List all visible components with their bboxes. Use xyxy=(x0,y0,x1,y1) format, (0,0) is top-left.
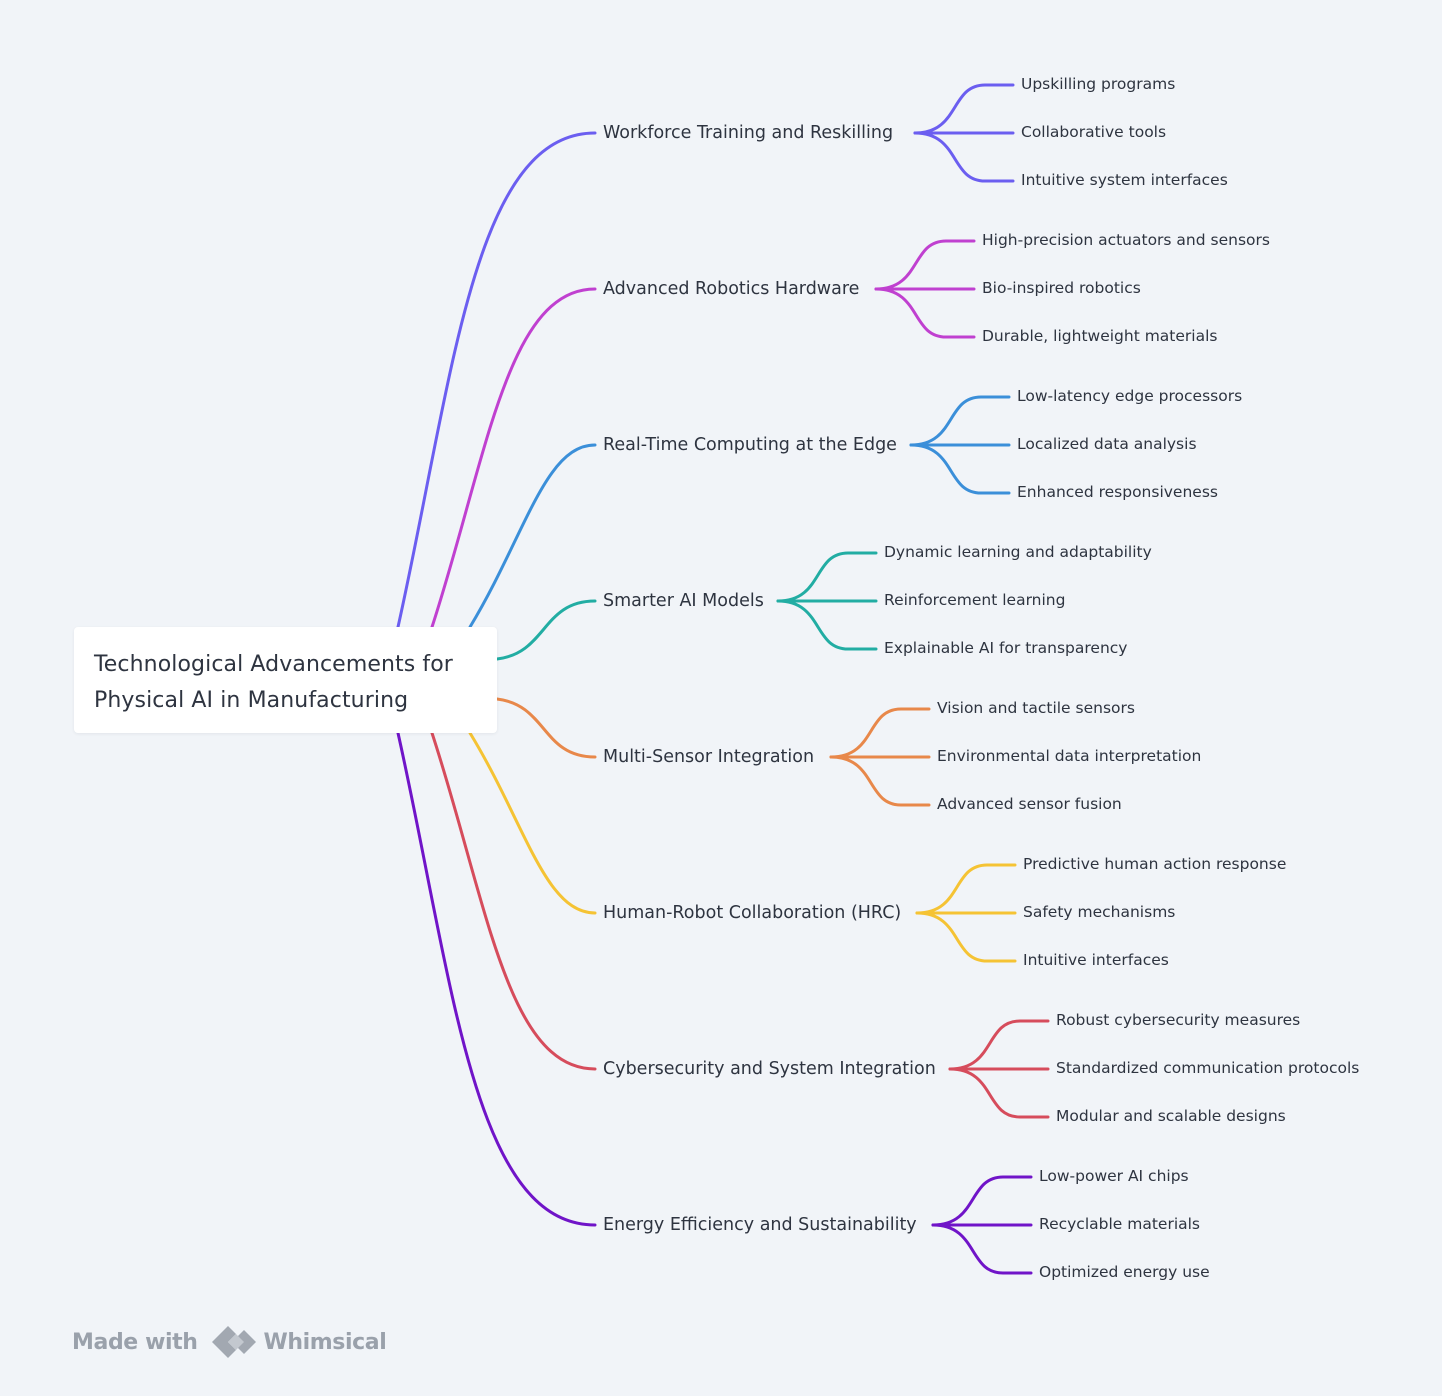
branch-label-human-robot-collaboration-hrc[interactable]: Human-Robot Collaboration (HRC) xyxy=(603,903,902,923)
leaf-label-modular-and-scalable-designs[interactable]: Modular and scalable designs xyxy=(1056,1107,1286,1125)
leaf-label-high-precision-actuators-and-sensors[interactable]: High-precision actuators and sensors xyxy=(982,231,1270,249)
branch-label-smarter-ai-models[interactable]: Smarter AI Models xyxy=(603,591,764,611)
leaf-connector-predictive-human-action-response xyxy=(915,863,1017,915)
leaf-label-optimized-energy-use[interactable]: Optimized energy use xyxy=(1039,1263,1210,1281)
leaf-label-advanced-sensor-fusion[interactable]: Advanced sensor fusion xyxy=(937,795,1122,813)
leaf-connector-intuitive-system-interfaces xyxy=(913,131,1015,183)
branch-connector-workforce-training-and-reskilling xyxy=(396,131,597,629)
leaf-label-low-power-ai-chips[interactable]: Low-power AI chips xyxy=(1039,1167,1189,1185)
leaf-connector-intuitive-interfaces xyxy=(915,911,1017,963)
leaf-label-predictive-human-action-response[interactable]: Predictive human action response xyxy=(1023,855,1287,873)
branch-connector-real-time-computing-at-the-edge xyxy=(468,443,597,629)
leaf-label-recyclable-materials[interactable]: Recyclable materials xyxy=(1039,1215,1201,1233)
branch-label-workforce-training-and-reskilling[interactable]: Workforce Training and Reskilling xyxy=(603,123,894,143)
branch-connector-energy-efficiency-and-sustainability xyxy=(396,731,597,1227)
leaf-label-intuitive-system-interfaces[interactable]: Intuitive system interfaces xyxy=(1021,171,1228,189)
leaf-label-collaborative-tools[interactable]: Collaborative tools xyxy=(1021,123,1167,141)
leaf-label-robust-cybersecurity-measures[interactable]: Robust cybersecurity measures xyxy=(1056,1011,1301,1029)
leaf-connector-optimized-energy-use xyxy=(931,1223,1033,1275)
leaf-connector-vision-and-tactile-sensors xyxy=(829,707,931,759)
leaf-connector-low-latency-edge-processors xyxy=(909,395,1011,447)
leaf-label-environmental-data-interpretation[interactable]: Environmental data interpretation xyxy=(937,747,1202,765)
branch-connector-smarter-ai-models xyxy=(495,599,597,661)
leaf-connector-dynamic-learning-and-adaptability xyxy=(776,551,878,603)
leaf-connector-modular-and-scalable-designs xyxy=(948,1067,1050,1119)
branch-label-real-time-computing-at-the-edge[interactable]: Real-Time Computing at the Edge xyxy=(603,435,897,455)
branch-connector-advanced-robotics-hardware xyxy=(430,287,597,629)
branch-connector-cybersecurity-and-system-integration xyxy=(430,731,597,1071)
leaf-label-enhanced-responsiveness[interactable]: Enhanced responsiveness xyxy=(1017,483,1218,501)
made-with-text: Made with xyxy=(72,1329,198,1355)
leaf-connector-advanced-sensor-fusion xyxy=(829,755,931,807)
leaf-label-safety-mechanisms[interactable]: Safety mechanisms xyxy=(1023,903,1176,921)
whimsical-logo-icon xyxy=(211,1326,256,1358)
leaf-label-intuitive-interfaces[interactable]: Intuitive interfaces xyxy=(1023,951,1169,969)
made-with-whimsical-badge[interactable]: Made with Whimsical xyxy=(72,1322,387,1362)
leaf-connector-enhanced-responsiveness xyxy=(909,443,1011,495)
branch-connector-multi-sensor-integration xyxy=(495,697,597,759)
leaf-label-durable-lightweight-materials[interactable]: Durable, lightweight materials xyxy=(982,327,1218,345)
leaf-label-vision-and-tactile-sensors[interactable]: Vision and tactile sensors xyxy=(937,699,1135,717)
leaf-connector-durable-lightweight-materials xyxy=(874,287,976,339)
leaf-label-explainable-ai-for-transparency[interactable]: Explainable AI for transparency xyxy=(884,639,1128,657)
root-title-line-1: Technological Advancements for xyxy=(94,652,453,677)
branch-label-advanced-robotics-hardware[interactable]: Advanced Robotics Hardware xyxy=(603,279,860,299)
leaf-connector-explainable-ai-for-transparency xyxy=(776,599,878,651)
leaf-label-bio-inspired-robotics[interactable]: Bio-inspired robotics xyxy=(982,279,1141,297)
leaf-connector-high-precision-actuators-and-sensors xyxy=(874,239,976,291)
root-title-line-2: Physical AI in Manufacturing xyxy=(94,688,409,713)
leaf-label-reinforcement-learning[interactable]: Reinforcement learning xyxy=(884,591,1066,609)
branch-connector-human-robot-collaboration-hrc xyxy=(468,731,597,915)
leaf-label-upskilling-programs[interactable]: Upskilling programs xyxy=(1021,75,1176,93)
leaf-label-dynamic-learning-and-adaptability[interactable]: Dynamic learning and adaptability xyxy=(884,543,1152,561)
leaf-connector-upskilling-programs xyxy=(913,83,1015,135)
whimsical-brand-text: Whimsical xyxy=(263,1329,387,1355)
leaf-label-low-latency-edge-processors[interactable]: Low-latency edge processors xyxy=(1017,387,1243,405)
branch-label-energy-efficiency-and-sustainability[interactable]: Energy Efficiency and Sustainability xyxy=(603,1215,917,1235)
leaf-label-localized-data-analysis[interactable]: Localized data analysis xyxy=(1017,435,1197,453)
leaf-label-standardized-communication-protocols[interactable]: Standardized communication protocols xyxy=(1056,1059,1360,1077)
branch-label-multi-sensor-integration[interactable]: Multi-Sensor Integration xyxy=(603,747,815,767)
root-node[interactable]: Technological Advancements for Physical … xyxy=(74,627,497,733)
branch-label-cybersecurity-and-system-integration[interactable]: Cybersecurity and System Integration xyxy=(603,1059,936,1079)
leaf-connector-robust-cybersecurity-measures xyxy=(948,1019,1050,1071)
leaf-connector-low-power-ai-chips xyxy=(931,1175,1033,1227)
connector-layer xyxy=(396,83,1050,1275)
